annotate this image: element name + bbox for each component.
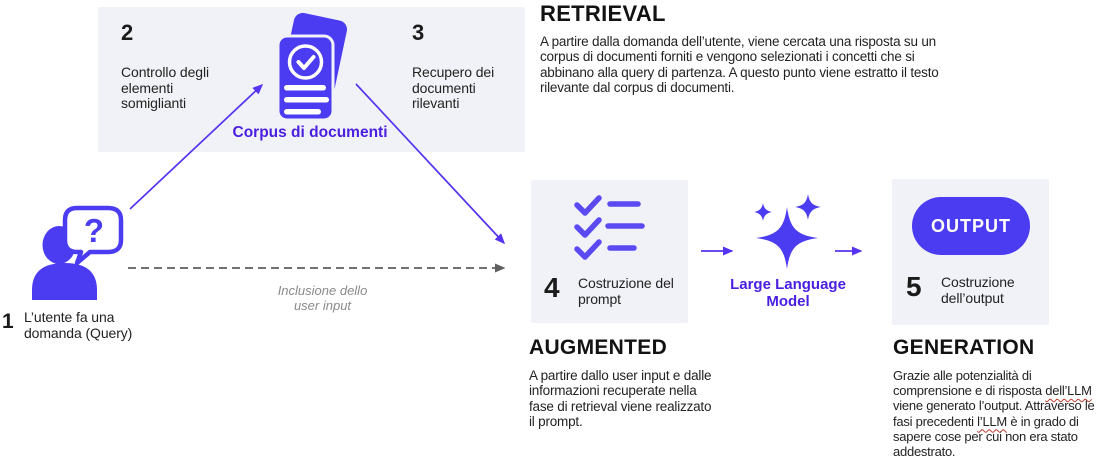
step-3-number: 3: [412, 20, 425, 45]
augmented-title: AUGMENTED: [529, 336, 668, 359]
augmented-section: AUGMENTED A partire dallo user input e d…: [529, 336, 759, 430]
corpus-label: Corpus di documenti: [232, 124, 388, 141]
user-input-caption: Inclusione dello user input: [277, 283, 368, 313]
generation-title: GENERATION: [893, 336, 1035, 359]
output-pill: OUTPUT: [912, 197, 1030, 255]
retrieval-section: RETRIEVAL A partire dalla domanda dell’u…: [540, 2, 970, 96]
arrow-user-to-corpus: [129, 83, 264, 210]
documents-check-icon: [276, 12, 348, 122]
step-1-label: L’utente fa una domanda (Query): [24, 309, 133, 341]
checklist-icon: [574, 195, 645, 260]
augmented-body: A partire dallo user input e dalle infor…: [529, 368, 712, 430]
llm-label: Large Language Model: [730, 276, 846, 310]
step-5-label: Costruzione dell’output: [941, 274, 1015, 306]
step-3-label: Recupero dei documenti rilevanti: [412, 64, 495, 111]
step-2-label: Controllo degli elementi somiglianti: [121, 64, 209, 111]
step-5-number: 5: [906, 271, 922, 302]
sparkles-icon: [754, 194, 821, 269]
step-4-number: 4: [544, 272, 560, 303]
retrieval-body: A partire dalla domanda dell’utente, vie…: [540, 34, 939, 96]
generation-body: Grazie alle potenzialità di comprensione…: [893, 368, 1095, 460]
step-2-number: 2: [121, 20, 134, 45]
step-1-number: 1: [2, 310, 14, 333]
arrow-corpus-to-prompt: [355, 83, 506, 245]
person-question-icon: ?: [32, 205, 124, 300]
svg-text:?: ?: [84, 212, 104, 249]
retrieval-title: RETRIEVAL: [540, 1, 666, 26]
generation-section: GENERATION Grazie alle potenzialità di c…: [893, 336, 1117, 459]
step-4-label: Costruzione del prompt: [578, 275, 674, 307]
